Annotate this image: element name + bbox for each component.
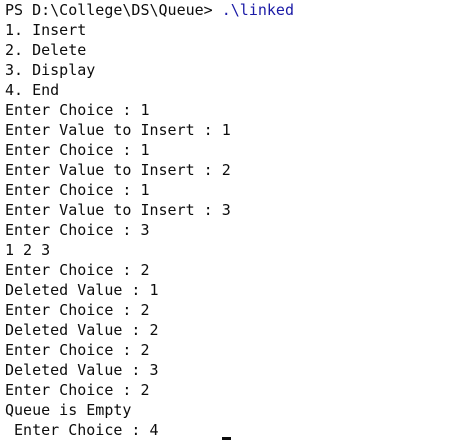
command-text: .\linked xyxy=(221,1,294,19)
output-line: Enter Value to Insert : 3 xyxy=(5,201,231,219)
output-line: Deleted Value : 3 xyxy=(5,361,159,379)
output-line: 1 2 3 xyxy=(5,241,51,259)
input-line[interactable]: Enter Choice : 4 xyxy=(5,421,159,439)
output-line: Enter Choice : 1 xyxy=(5,181,150,199)
output-line: Deleted Value : 2 xyxy=(5,321,159,339)
output-line: Enter Value to Insert : 2 xyxy=(5,161,231,179)
output-line: 1. Insert xyxy=(5,21,87,39)
output-line: Enter Choice : 1 xyxy=(5,101,150,119)
output-line: Enter Choice : 2 xyxy=(5,341,150,359)
prompt-line: PS D:\College\DS\Queue> .\linked xyxy=(5,0,451,20)
prompt-text: PS D:\College\DS\Queue> xyxy=(5,1,222,19)
output-line: 3. Display xyxy=(5,61,96,79)
output-line: 4. End xyxy=(5,81,60,99)
output-line: Enter Choice : 2 xyxy=(5,301,150,319)
output-line: Enter Choice : 1 xyxy=(5,141,150,159)
output-line: 2. Delete xyxy=(5,41,87,59)
output-line: Deleted Value : 1 xyxy=(5,281,159,299)
output-line: Queue is Empty xyxy=(5,401,132,419)
output-line: Enter Value to Insert : 1 xyxy=(5,121,231,139)
output-line: Enter Choice : 2 xyxy=(5,381,150,399)
text-cursor xyxy=(222,437,231,440)
output-line: Enter Choice : 3 xyxy=(5,221,150,239)
output-line: Enter Choice : 2 xyxy=(5,261,150,279)
